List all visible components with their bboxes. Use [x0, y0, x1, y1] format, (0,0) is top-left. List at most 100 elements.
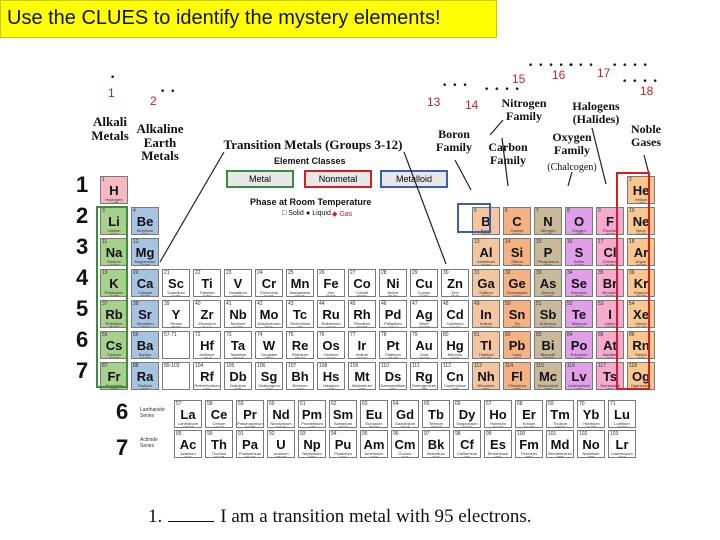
element-nm: Silver: [418, 321, 429, 326]
element-nm: Aluminum: [477, 259, 495, 264]
element-am: [262]: [618, 455, 626, 458]
element-am: 63.546: [419, 294, 429, 297]
element-am: 12.011: [512, 232, 522, 235]
element-num: 63: [362, 401, 368, 407]
element-num: 73: [226, 332, 232, 338]
period-1: 1: [76, 172, 89, 197]
element-cell-89-103: 89-103: [162, 362, 190, 390]
element-am: 232.038: [213, 455, 225, 458]
element-am: 183.84: [264, 356, 274, 359]
element-num: 39: [164, 301, 170, 307]
element-sym: Tm: [550, 407, 570, 422]
element-sym: Ts: [602, 369, 618, 384]
element-am: 132.905: [108, 356, 120, 359]
element-am: 22.990: [109, 263, 119, 266]
element-sym: Dy: [458, 407, 476, 422]
element-num: 2: [629, 177, 632, 183]
element-am: [145]: [308, 425, 316, 428]
element-nm: Iron: [327, 290, 335, 295]
element-sym: W: [262, 338, 276, 353]
valence-dots-1: •: [110, 73, 117, 83]
element-num: 24: [257, 270, 263, 276]
element-sym: Li: [108, 214, 120, 229]
element-nm: Hafnium: [199, 352, 215, 357]
element-sym: Gd: [395, 407, 415, 422]
highlight-alkali-column: [96, 206, 128, 388]
element-sym: Be: [136, 214, 154, 229]
element-sym: Sc: [168, 276, 184, 291]
element-num: 93: [300, 431, 306, 437]
element-nm: Lutetium: [614, 421, 630, 426]
element-nm: Lead: [512, 352, 522, 357]
element-nm: Lanthanum: [177, 421, 198, 426]
element-num: 13: [474, 239, 480, 245]
element-sym: Fe: [323, 276, 339, 291]
element-nm: Berkelium: [427, 451, 445, 456]
element-num: 98: [455, 431, 461, 437]
element-sym: Pm: [301, 407, 323, 422]
element-num: 79: [412, 332, 418, 338]
element-sym: O: [573, 214, 585, 229]
element-am: 39.098: [109, 294, 119, 297]
element-num: 108: [319, 363, 328, 369]
element-sym: Lv: [571, 369, 587, 384]
element-num: 53: [598, 301, 604, 307]
element-sym: Fr: [107, 369, 121, 384]
element-am: [293]: [575, 387, 583, 390]
element-nm: Fermium: [521, 451, 537, 456]
element-sym: Bh: [291, 369, 309, 384]
valence-dots-13: • • •: [442, 81, 469, 91]
element-am: 6.941: [110, 232, 118, 235]
element-am: [210]: [606, 356, 614, 359]
element-nm: Chromium: [259, 290, 279, 295]
element-am: 30.974: [543, 263, 553, 266]
element-am: [257]: [525, 455, 533, 458]
element-am: [222]: [637, 356, 645, 359]
element-am: 24.305: [140, 263, 150, 266]
question-number: 1.: [148, 506, 163, 527]
element-num: 102: [579, 431, 588, 437]
element-num: 38: [133, 301, 139, 307]
element-num: 8: [567, 208, 570, 214]
element-nm: Protactinium: [238, 451, 262, 456]
element-num: 113: [474, 363, 482, 369]
element-num: 110: [381, 363, 389, 369]
element-sym: Zn: [447, 276, 463, 291]
element-nm: Scandium: [167, 290, 185, 295]
element-sym: Bk: [427, 437, 445, 452]
element-sym: Hf: [200, 338, 214, 353]
element-sym: Pt: [386, 338, 400, 353]
element-sym: Al: [479, 245, 493, 260]
element-sym: Cr: [261, 276, 277, 291]
element-am: 44.956: [171, 294, 181, 297]
answer-blank[interactable]: [168, 507, 215, 522]
element-am: [223]: [110, 387, 118, 390]
element-am: 15.999: [574, 232, 584, 235]
element-am: [270]: [327, 387, 335, 390]
element-nm: Lithium: [107, 228, 121, 233]
element-am: 51.996: [264, 294, 274, 297]
element-num: 74: [257, 332, 263, 338]
element-num: 97: [424, 431, 430, 437]
element-am: 78.96: [575, 294, 583, 297]
element-am: 92.906: [233, 325, 243, 328]
period-7: 7: [76, 358, 89, 383]
element-sym: Sb: [539, 307, 557, 322]
element-nm: Rhenium: [291, 352, 308, 357]
element-nm: Polonium: [570, 352, 588, 357]
element-am: 35.453: [605, 263, 615, 266]
element-am: [272]: [296, 387, 304, 390]
element-nm: Europium: [365, 421, 383, 426]
legend-solid: □ Solid: [282, 210, 304, 217]
element-num: 83: [536, 332, 542, 338]
element-nm: Moscovium: [537, 383, 559, 388]
